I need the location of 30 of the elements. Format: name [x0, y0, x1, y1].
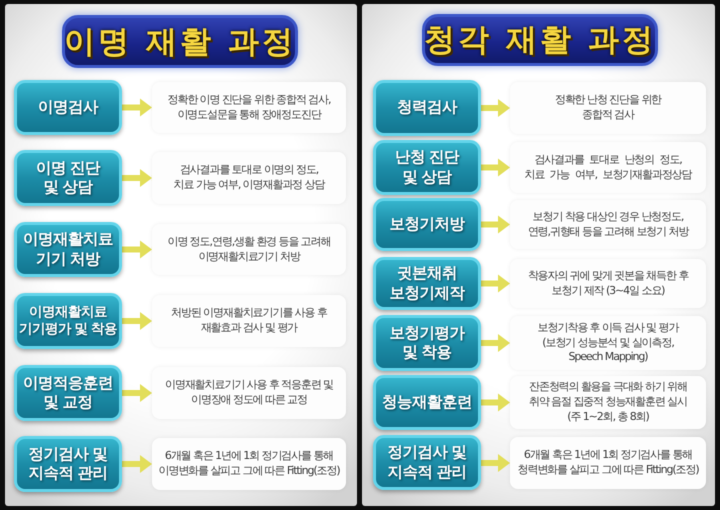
- step-box: 청능재활훈련: [373, 375, 481, 430]
- description-box: 이명 정도,연령,생활 환경 등을 고려해 이명재활치료기기 처방: [152, 224, 346, 275]
- description-box: 정확한 이명 진단을 위한 종합적 검사, 이명도설문을 통해 장애정도진단: [152, 82, 346, 133]
- step-box: 이명적응훈련 및 교정: [14, 365, 122, 421]
- description-box: 정확한 난청 진단을 위한 종합적 검사: [510, 82, 706, 134]
- step-box: 청력검사: [373, 80, 481, 136]
- description-box: 6개월 혹은 1년에 1회 정기검사를 통해 청력변화를 살피고 그에 따른 Fitting(조정): [510, 437, 706, 489]
- step-box: 이명재활치료 기기 처방: [14, 222, 122, 277]
- panel: [5, 4, 357, 506]
- step-box: 보청기처방: [373, 198, 481, 251]
- step-box: 이명 진단 및 상담: [14, 150, 122, 206]
- step-box: 정기검사 및 지속적 관리: [14, 436, 122, 492]
- description-box: 6개월 혹은 1년에 1회 정기검사를 통해 이명변화를 살피고 그에 따른 Fitting(조정): [152, 438, 346, 490]
- step-box: 귓본채취 보청기제작: [373, 257, 481, 310]
- description-box: 검사결과를 토대로 이명의 정도, 치료 가능 여부, 이명재활과정 상담: [152, 152, 346, 204]
- description-box: 보청기 착용 대상인 경우 난청정도, 연령,귀형태 등을 고려해 보청기 처방: [510, 200, 706, 249]
- step-box: 이명검사: [14, 80, 122, 135]
- description-box: 잔존청력의 활용을 극대화 하기 위해 취약 음절 집중적 청능재활훈련 실시 (주 1~2회, 총 8회): [510, 376, 706, 429]
- step-box: 정기검사 및 지속적 관리: [373, 435, 481, 490]
- description-box: 보청기착용 후 이득 검사 및 평가 (보청기 성능분석 및 실이측정, Speech Mapping): [510, 316, 706, 370]
- description-box: 검사결과를 토대로 난청의 정도, 치료 가능 여부, 보청기재활과정상담: [510, 142, 706, 193]
- title-banner: 이명 재활 과정: [62, 15, 298, 68]
- step-box: 이명재활치료 기기평가 및 착용: [14, 293, 122, 349]
- description-box: 처방된 이명재활치료기기를 사용 후 재활효과 검사 및 평가: [152, 295, 346, 347]
- step-box: 난청 진단 및 상담: [373, 140, 481, 195]
- title-banner: 청각 재활 과정: [422, 14, 658, 66]
- panel: [362, 4, 715, 506]
- description-box: 착용자의 귀에 맞게 귓본을 채득한 후 보청기 제작 (3~4일 소요): [510, 259, 706, 308]
- step-box: 보청기평가 및 착용: [373, 315, 481, 371]
- description-box: 이명재활치료기기 사용 후 적응훈련 및 이명장애 정도에 따른 교정: [152, 367, 346, 419]
